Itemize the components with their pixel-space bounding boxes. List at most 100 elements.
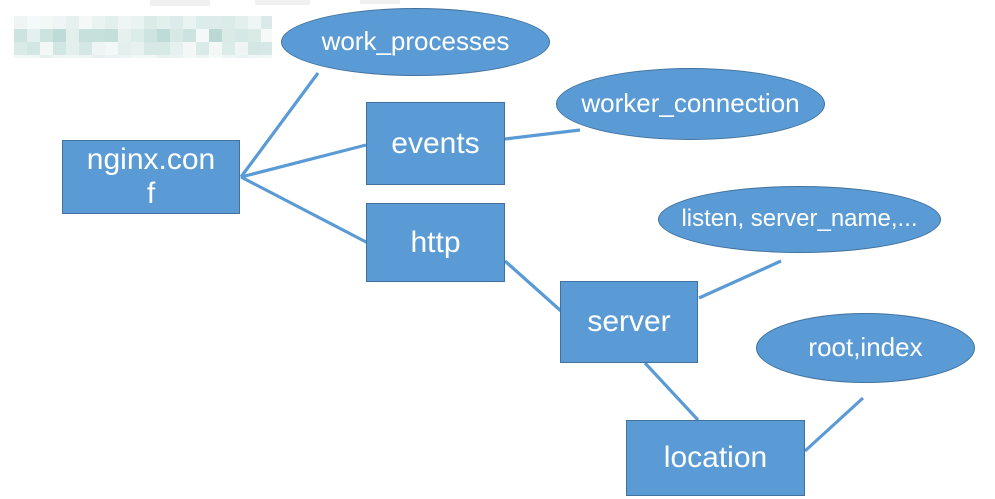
redaction-cell	[157, 29, 170, 42]
redaction-cell	[79, 16, 92, 29]
redaction-cell	[209, 16, 222, 29]
redacted-text-block	[14, 16, 272, 58]
redaction-cell	[144, 42, 157, 55]
connector-events-to-worker_connection	[504, 128, 581, 141]
redaction-cell	[261, 55, 272, 58]
redaction-cell	[196, 42, 209, 55]
redaction-cell	[196, 29, 209, 42]
redaction-cell	[40, 29, 53, 42]
redaction-cell	[53, 29, 66, 42]
redaction-cell	[235, 16, 248, 29]
redaction-cell	[66, 29, 79, 42]
redaction-cell	[66, 55, 79, 58]
redaction-cell	[170, 55, 183, 58]
redaction-cell	[27, 16, 40, 29]
node-worker_connection[interactable]: worker_connection	[556, 68, 825, 140]
redaction-cell	[222, 16, 235, 29]
redaction-cell	[144, 16, 157, 29]
redaction-cell	[14, 55, 27, 58]
node-label-root_index: root,index	[808, 332, 923, 363]
redaction-cell	[105, 42, 118, 55]
redaction-cell	[92, 29, 105, 42]
redaction-cell	[40, 16, 53, 29]
redaction-cell	[79, 29, 92, 42]
redaction-cell	[222, 55, 235, 58]
redaction-cell	[92, 55, 105, 58]
redaction-cell	[209, 29, 222, 42]
node-label-work_processes: work_processes	[321, 26, 510, 57]
redaction-cell	[92, 16, 105, 29]
node-label-server: server	[587, 305, 671, 339]
redaction-cell	[183, 16, 196, 29]
redaction-cell	[53, 55, 66, 58]
redaction-cell	[118, 16, 131, 29]
redaction-cell	[27, 29, 40, 42]
redaction-cell	[40, 55, 53, 58]
node-http[interactable]: http	[366, 203, 505, 282]
connector-http-to-server	[503, 259, 563, 313]
redaction-cell	[131, 29, 144, 42]
redaction-cell	[14, 29, 27, 42]
top-edge-artifact	[360, 0, 400, 4]
redaction-cell	[14, 42, 27, 55]
redaction-cell	[261, 16, 272, 29]
top-edge-artifact	[150, 0, 210, 6]
redaction-cell	[105, 29, 118, 42]
node-server[interactable]: server	[560, 281, 698, 363]
redaction-cell	[157, 42, 170, 55]
redaction-cell	[235, 42, 248, 55]
redaction-cell	[235, 29, 248, 42]
node-listen_servername[interactable]: listen, server_name,...	[658, 186, 941, 253]
node-label-events: events	[391, 126, 480, 160]
redaction-cell	[157, 55, 170, 58]
redaction-cell	[183, 42, 196, 55]
redaction-cell	[105, 55, 118, 58]
redaction-cell	[248, 55, 261, 58]
redaction-cell	[131, 42, 144, 55]
redaction-cell	[222, 29, 235, 42]
node-label-location: location	[663, 441, 768, 475]
node-location[interactable]: location	[626, 420, 805, 496]
node-work_processes[interactable]: work_processes	[281, 8, 550, 76]
redaction-cell	[183, 55, 196, 58]
top-edge-artifact	[255, 0, 310, 5]
redaction-cell	[196, 55, 209, 58]
redaction-cell	[14, 16, 27, 29]
redaction-cell	[66, 42, 79, 55]
redaction-cell	[157, 16, 170, 29]
redaction-cell	[144, 55, 157, 58]
node-label-http: http	[410, 225, 461, 259]
redaction-cell	[235, 55, 248, 58]
node-root_index[interactable]: root,index	[756, 313, 975, 383]
node-label-nginx_conf: nginx.con f	[86, 143, 216, 210]
redaction-cell	[118, 42, 131, 55]
redaction-cell	[79, 42, 92, 55]
node-label-listen_servername: listen, server_name,...	[681, 205, 918, 233]
node-events[interactable]: events	[366, 102, 505, 185]
redaction-cell	[170, 16, 183, 29]
connector-location-to-root_index	[803, 396, 865, 453]
redaction-cell	[131, 16, 144, 29]
redaction-cell	[66, 16, 79, 29]
redaction-cell	[209, 42, 222, 55]
redaction-cell	[144, 29, 157, 42]
redaction-cell	[105, 16, 118, 29]
redaction-cell	[248, 29, 261, 42]
redaction-cell	[53, 16, 66, 29]
redaction-cell	[222, 42, 235, 55]
redaction-cell	[183, 29, 196, 42]
redaction-cell	[92, 42, 105, 55]
redaction-cell	[79, 55, 92, 58]
connector-server-to-location	[643, 361, 700, 422]
redaction-cell	[196, 16, 209, 29]
node-label-worker_connection: worker_connection	[581, 88, 800, 119]
redaction-cell	[118, 29, 131, 42]
redaction-cell	[248, 42, 261, 55]
redaction-cell	[27, 42, 40, 55]
node-nginx_conf[interactable]: nginx.con f	[62, 140, 240, 214]
redaction-cell	[170, 42, 183, 55]
redaction-cell	[40, 42, 53, 55]
connector-nginx_conf-to-http	[240, 175, 369, 245]
